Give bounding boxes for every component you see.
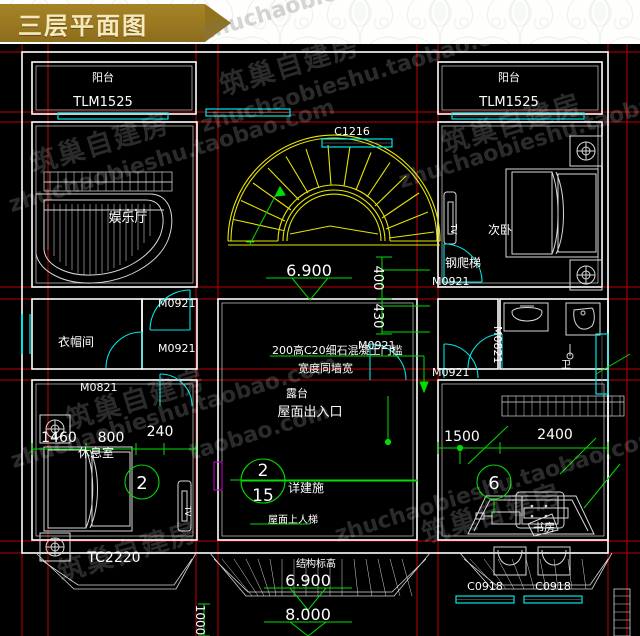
tag-m0921-right: M0921 xyxy=(432,366,470,379)
room-label-study-room: 书房 xyxy=(533,521,555,534)
room-label-steel-ladder: 钢爬梯 xyxy=(445,256,481,270)
tag-m0821-left: M0821 xyxy=(80,381,118,394)
dimension-lines xyxy=(31,256,631,636)
door-swings xyxy=(105,243,503,491)
tag-m0921-b: M0921 xyxy=(158,342,196,355)
dim-400: 400 xyxy=(370,266,385,291)
detail-marker-circles xyxy=(124,458,512,504)
dim-1000: 1000 xyxy=(193,605,207,636)
note-structural-level: 结构标高 xyxy=(296,557,336,570)
entry-steps-bottom xyxy=(35,552,631,636)
plan-title-banner: 三层平面图 xyxy=(0,4,231,42)
elevation-stair: 6.900 xyxy=(286,261,332,280)
tv-label-right: TV xyxy=(449,223,458,235)
curved-sofa-furniture xyxy=(35,193,173,284)
room-label-roof-exit: 屋面出入口 xyxy=(277,405,342,420)
dim-800: 800 xyxy=(98,430,125,446)
stair-direction-arrow xyxy=(246,185,286,245)
bathroom-fixtures xyxy=(503,302,601,360)
note-threshold-1: 200高C20细石混凝土门槛 xyxy=(272,343,403,357)
tag-tlm1525-left: TLM1525 xyxy=(72,95,132,110)
detail-circle-left xyxy=(124,464,160,500)
marker-number-left: 2 xyxy=(136,473,147,494)
wall-outlines xyxy=(21,51,609,554)
restroom-furniture-left xyxy=(39,414,192,562)
room-label-second-bedroom: 次卧 xyxy=(488,223,512,237)
room-label-cloakroom: 衣帽间 xyxy=(58,334,94,349)
elevation-structural: 6.900 xyxy=(285,571,331,590)
marker-number-center: 2 xyxy=(258,461,269,481)
dim-2400: 2400 xyxy=(537,427,573,443)
elevation-ground: 8.000 xyxy=(285,605,331,624)
room-label-terrace: 露台 xyxy=(286,386,308,400)
floor-plan-svg: 阳台 娱乐厅 衣帽间 休息室 露台 屋面出入口 阳台 次卧 钢爬梯 卫 书房 2… xyxy=(0,44,640,636)
tv-label-left: TV xyxy=(183,505,192,517)
page-title: 三层平面图 xyxy=(18,11,148,40)
wall-tag-tc2220: TC2220 xyxy=(86,550,140,566)
spiral-staircase xyxy=(227,134,441,246)
note-roof-ladder: 屋面上人梯 xyxy=(268,513,318,526)
dim-1500: 1500 xyxy=(444,429,480,445)
tag-m0921-d: M0921 xyxy=(432,275,470,288)
elevation-symbol-stair xyxy=(266,277,352,301)
dim-240: 240 xyxy=(147,424,174,440)
tag-m0921-c: M0921 xyxy=(358,339,396,352)
marker-number-center-lower: 15 xyxy=(252,486,274,506)
note-threshold-2: 宽度同墙宽 xyxy=(298,361,353,375)
room-label-balcony-left: 阳台 xyxy=(92,70,114,84)
tag-tlm1525-right: TLM1525 xyxy=(478,95,538,110)
bedroom-furniture-right xyxy=(443,135,603,291)
tag-c0918-a: C0918 xyxy=(467,580,503,593)
cabinet-hatch-left xyxy=(43,171,173,192)
study-furniture xyxy=(467,491,595,576)
room-label-living-hall: 娱乐厅 xyxy=(108,211,147,226)
ceiling-hatch-study xyxy=(501,395,625,417)
room-label-rest-room: 休息室 xyxy=(78,445,114,460)
elevation-symbols xyxy=(264,277,352,636)
tag-c0918-b: C0918 xyxy=(535,580,571,593)
elevation-symbol-ground xyxy=(264,621,352,636)
detail-circle-right xyxy=(476,464,512,500)
dim-1460: 1460 xyxy=(41,430,77,446)
room-label-bathroom: 卫 xyxy=(561,360,571,371)
elevation-symbol-structural xyxy=(264,587,352,611)
dim-430: 430 xyxy=(370,304,385,329)
tag-c1216: C1216 xyxy=(334,125,370,138)
tag-m0821-vert: M0821 xyxy=(491,326,504,364)
note-detail: 详建施 xyxy=(288,480,324,495)
marker-number-right: 6 xyxy=(488,473,499,494)
text-layer: 阳台 娱乐厅 衣帽间 休息室 露台 屋面出入口 阳台 次卧 钢爬梯 卫 书房 2… xyxy=(41,70,573,635)
cad-drawing-canvas: 阳台 娱乐厅 衣帽间 休息室 露台 屋面出入口 阳台 次卧 钢爬梯 卫 书房 2… xyxy=(0,44,640,636)
tag-m0921-a: M0921 xyxy=(158,297,196,310)
room-label-balcony-right: 阳台 xyxy=(498,70,520,84)
window-center-lines xyxy=(206,112,603,600)
